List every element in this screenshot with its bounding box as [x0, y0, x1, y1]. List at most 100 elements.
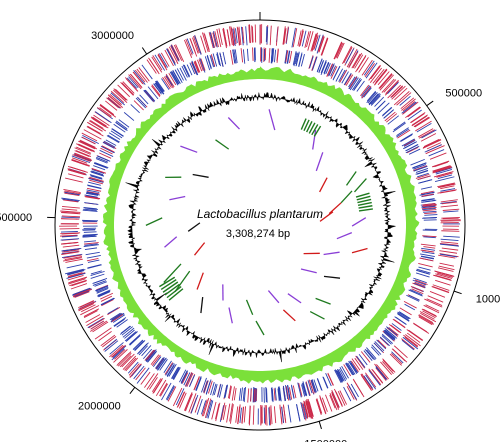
forward-gene-mark [61, 216, 80, 219]
forward-gene-mark [361, 59, 373, 76]
forward-gene-mark [439, 262, 455, 267]
forward-gene-mark [93, 114, 110, 126]
reverse-gene-mark [414, 282, 426, 288]
reverse-gene-mark [285, 50, 289, 63]
forward-gene-mark [100, 334, 116, 347]
scale-label: 3000000 [91, 30, 134, 42]
reverse-gene-mark [371, 344, 382, 355]
forward-gene-mark [90, 320, 105, 330]
scale-ticks [47, 12, 462, 430]
forward-gene-mark [440, 238, 459, 241]
reverse-gene-mark [151, 84, 161, 96]
forward-gene-mark [421, 308, 437, 318]
forward-gene-mark [194, 395, 202, 413]
forward-gene-mark [203, 32, 210, 53]
rrna-cluster-mark [357, 198, 372, 204]
forward-gene-mark [346, 386, 355, 400]
reverse-gene-mark [266, 388, 268, 403]
reverse-gene-mark [363, 350, 373, 361]
forward-gene-mark [136, 367, 150, 384]
reverse-gene-mark [272, 48, 275, 62]
forward-gene-mark [85, 314, 101, 323]
reverse-gene-mark [318, 60, 325, 74]
forward-gene-mark [111, 348, 125, 361]
reverse-gene-mark [364, 348, 375, 360]
reverse-gene-mark [185, 372, 193, 387]
forward-gene-mark [67, 272, 86, 278]
reverse-gene-mark [270, 387, 273, 401]
reverse-gene-mark [326, 63, 333, 77]
reverse-gene-mark [90, 171, 104, 177]
reverse-gene-mark [134, 340, 145, 351]
reverse-gene-mark [88, 177, 104, 183]
reverse-gene-mark [102, 141, 115, 149]
reverse-gene-mark [135, 97, 147, 109]
forward-gene-mark [334, 42, 343, 60]
forward-gene-mark [104, 340, 119, 352]
reverse-gene-mark [209, 55, 214, 68]
reverse-gene-mark [195, 377, 202, 391]
forward-gene-mark [78, 301, 96, 311]
forward-gene-mark [348, 52, 358, 68]
reverse-gene-mark [189, 62, 196, 75]
gc-skew-ring [102, 66, 420, 384]
inner-feature-mark [351, 217, 367, 227]
reverse-gene-mark [147, 351, 157, 363]
forward-gene-mark [131, 364, 142, 377]
reverse-gene-mark [351, 358, 361, 371]
reverse-gene-mark [371, 346, 380, 356]
forward-gene-mark [79, 140, 98, 150]
forward-gene-mark [436, 272, 454, 278]
inner-feature-mark [319, 211, 334, 222]
forward-gene-mark [405, 106, 421, 119]
forward-gene-mark [62, 205, 80, 209]
forward-gene-mark [382, 358, 396, 373]
reverse-gene-mark [156, 80, 165, 92]
reverse-gene-mark [129, 335, 140, 345]
reverse-gene-mark [339, 367, 348, 380]
reverse-gene-mark [111, 313, 123, 321]
reverse-gene-mark [111, 128, 124, 137]
forward-gene-mark [270, 405, 273, 425]
forward-gene-mark [438, 183, 456, 189]
forward-gene-mark [121, 82, 135, 96]
reverse-gene-mark [165, 75, 174, 89]
forward-gene-mark [305, 401, 311, 418]
reverse-gene-mark [379, 336, 390, 347]
reverse-gene-mark [165, 73, 175, 88]
reverse-gene-mark [392, 122, 406, 133]
reverse-gene-mark [413, 165, 428, 172]
reverse-gene-mark [93, 165, 106, 171]
forward-gene-mark [81, 136, 96, 145]
reverse-gene-mark [166, 364, 175, 378]
inner-feature-mark [174, 270, 191, 293]
forward-gene-mark [141, 64, 153, 80]
reverse-gene-mark [397, 313, 410, 322]
forward-gene-mark [215, 403, 220, 420]
forward-gene-mark [264, 405, 267, 425]
reverse-gene-mark [277, 386, 281, 400]
reverse-gene-mark [83, 240, 97, 243]
forward-gene-mark [382, 361, 394, 375]
reverse-gene-mark [163, 76, 172, 88]
inner-feature-mark [312, 129, 317, 150]
reverse-gene-mark [419, 192, 434, 196]
forward-gene-mark [437, 182, 455, 188]
reverse-gene-mark [271, 49, 274, 64]
forward-gene-mark [166, 386, 175, 401]
reverse-gene-mark [100, 292, 114, 300]
reverse-gene-mark [289, 50, 293, 64]
reverse-gene-mark [419, 253, 435, 258]
reverse-gene-mark [348, 360, 358, 374]
forward-gene-mark [275, 26, 279, 46]
forward-gene-mark [69, 276, 88, 283]
reverse-gene-mark [347, 362, 356, 375]
reverse-gene-mark [155, 357, 164, 369]
reverse-gene-mark [95, 285, 109, 292]
reverse-gene-mark [418, 262, 433, 268]
reverse-gene-mark [412, 162, 427, 169]
forward-gene-mark [374, 69, 388, 86]
reverse-gene-mark [366, 347, 377, 360]
forward-gene-mark [115, 88, 128, 101]
reverse-gene-mark [377, 102, 390, 114]
